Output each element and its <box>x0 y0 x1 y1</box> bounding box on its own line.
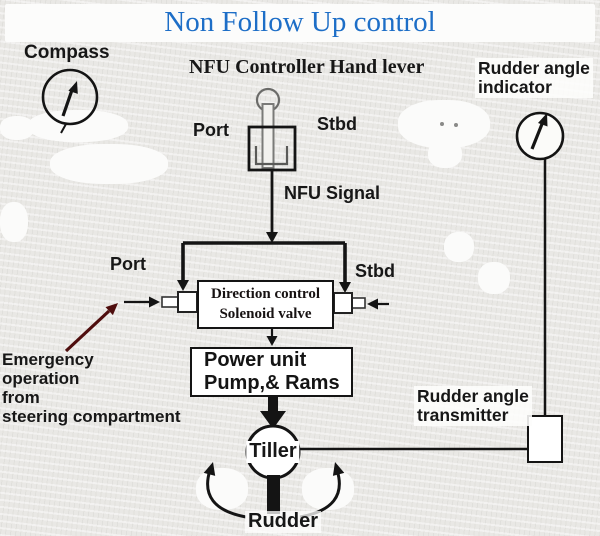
rudder-angle-indicator-label: Rudder angle indicator <box>475 58 593 98</box>
hand-lever-icon <box>247 87 297 172</box>
ink-speck <box>440 122 444 126</box>
ink-speck <box>454 123 458 127</box>
stbd-upper-label: Stbd <box>317 114 357 134</box>
rudder-angle-transmitter-box <box>527 415 563 463</box>
stbd-input-arrow <box>367 298 389 310</box>
whiteout-mark <box>50 144 168 184</box>
whiteout-mark <box>428 140 462 168</box>
port-upper-label: Port <box>193 120 229 140</box>
tiller-label: Tiller <box>246 440 300 463</box>
emergency-operation-label: Emergency operation from steering compar… <box>2 350 181 426</box>
compass-label: Compass <box>24 42 110 63</box>
solenoid-to-power-arrow <box>266 329 278 346</box>
whiteout-mark <box>478 262 510 294</box>
whiteout-mark <box>0 202 28 242</box>
page-title: Non Follow Up control <box>164 6 436 38</box>
rudder-label: Rudder <box>245 510 321 533</box>
port-input-arrow <box>124 296 160 308</box>
rudder-swing-arrow-right <box>299 462 345 519</box>
rudder-stock-bar <box>267 475 280 514</box>
solenoid-stbd-actuator <box>333 292 366 314</box>
whiteout-mark <box>196 468 248 510</box>
whiteout-mark <box>444 232 474 262</box>
nfu-signal-arrow <box>266 170 278 243</box>
power-to-tiller-thick-arrow <box>260 397 286 429</box>
title-band <box>5 4 595 42</box>
solenoid-port-actuator <box>161 291 198 313</box>
rudder-angle-transmitter-label: Rudder angle transmitter <box>414 386 532 426</box>
nfu-controller-hand-lever-label: NFU Controller Hand lever <box>189 56 425 78</box>
stbd-lower-label: Stbd <box>355 261 395 281</box>
power-unit-box: Power unit Pump,& Rams <box>190 347 353 397</box>
port-lower-label: Port <box>110 254 146 274</box>
whiteout-mark <box>0 116 34 140</box>
solenoid-valve-label-line2: Solenoid valve <box>219 305 312 322</box>
compass-dial-icon <box>41 68 99 134</box>
nfu-signal-label: NFU Signal <box>284 183 381 203</box>
emergency-arrow <box>64 303 118 353</box>
power-unit-label-line1: Power unit <box>204 349 307 371</box>
direction-control-solenoid-valve-box: Direction control Solenoid valve <box>197 280 334 329</box>
rudder-swing-arrow-left <box>203 462 247 519</box>
rudder-indicator-dial-icon <box>515 111 565 161</box>
whiteout-mark <box>28 110 128 142</box>
branch-lines <box>177 241 351 293</box>
power-unit-label-line2: Pump,& Rams <box>204 372 340 394</box>
solenoid-valve-label-line1: Direction control <box>210 286 320 302</box>
whiteout-mark <box>302 468 354 510</box>
